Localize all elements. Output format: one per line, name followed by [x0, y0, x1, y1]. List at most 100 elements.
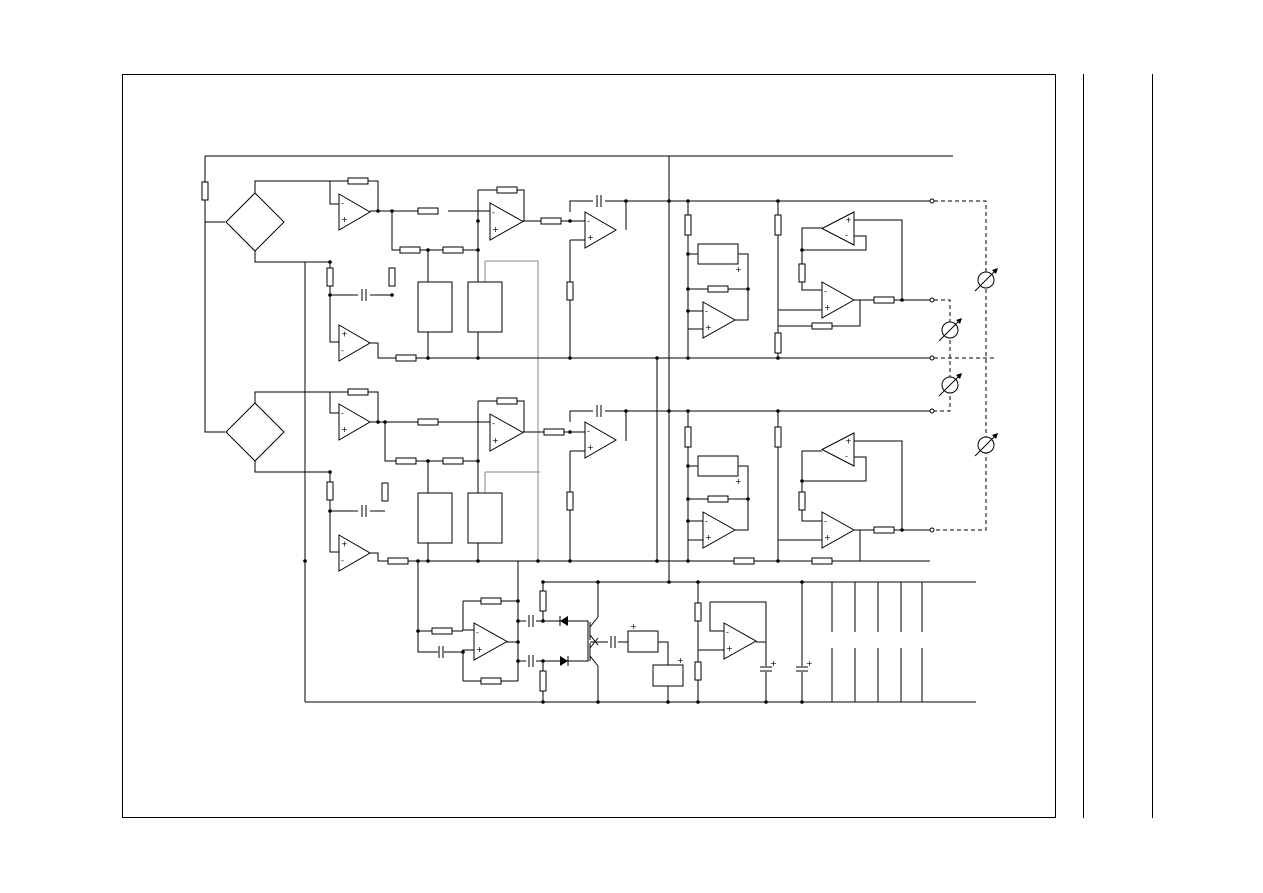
junction-dot	[686, 309, 690, 313]
resistor-symbol	[395, 354, 417, 362]
op-amp-symbol: -+	[584, 211, 617, 249]
junction-dot	[376, 420, 380, 424]
wire	[254, 180, 330, 193]
op-amp-symbol: -+	[821, 281, 856, 319]
transistor-symbol	[589, 616, 599, 646]
junction-dot	[516, 659, 520, 663]
meter-symbol	[974, 433, 998, 457]
wire	[485, 260, 539, 560]
junction-dot	[536, 559, 540, 563]
junction-dot	[328, 470, 332, 474]
wire	[254, 461, 330, 473]
polarity-mark: +	[735, 477, 742, 486]
block-symbol: +	[627, 622, 659, 653]
wire	[368, 391, 379, 422]
junction-dot	[624, 199, 628, 203]
polarity-mark: +	[770, 659, 777, 668]
polarity-mark: +	[806, 659, 813, 668]
op-amp-symbol: -+	[338, 193, 371, 231]
resistor-symbol	[480, 597, 502, 605]
junction-dot	[541, 700, 545, 704]
input-sign: +	[824, 533, 831, 542]
input-sign: +	[492, 225, 499, 234]
input-sign: -	[341, 556, 344, 565]
capacitor-symbol	[610, 635, 616, 649]
resistor-symbol	[399, 246, 421, 254]
junction-dot	[776, 356, 780, 360]
meter-symbol	[974, 268, 998, 292]
junction-dot	[328, 260, 332, 264]
junction-dot	[746, 287, 750, 291]
wire	[370, 342, 396, 359]
junction-dot	[667, 580, 671, 584]
input-sign: +	[726, 644, 733, 653]
meter-symbol	[938, 373, 962, 397]
op-amp-symbol: -+	[489, 202, 525, 241]
junction-dot	[800, 479, 804, 483]
wire	[368, 180, 379, 211]
junction-dot	[516, 599, 520, 603]
junction-dot	[746, 497, 750, 501]
wire	[254, 251, 330, 263]
block-symbol	[467, 281, 503, 333]
junction-dot	[568, 559, 572, 563]
capacitor-symbol	[596, 404, 602, 418]
terminal-symbol	[929, 198, 935, 204]
polarity-mark: +	[630, 622, 637, 631]
resistor-symbol	[347, 177, 369, 185]
input-sign: -	[845, 231, 848, 240]
junction-dot	[686, 199, 690, 203]
wire	[569, 410, 593, 422]
resistor-symbol	[326, 481, 334, 501]
resistor-symbol	[480, 677, 502, 685]
junction-dot	[426, 356, 430, 360]
diode-symbol	[559, 616, 568, 626]
wire	[517, 400, 525, 432]
resistor-symbol	[431, 627, 453, 635]
input-sign: -	[492, 419, 495, 428]
terminal-symbol	[929, 297, 935, 303]
wire	[934, 200, 987, 531]
capacitor-symbol	[361, 288, 367, 302]
terminal-symbol	[929, 355, 935, 361]
input-sign: -	[492, 208, 495, 217]
input-sign: -	[705, 517, 708, 526]
junction-dot	[476, 248, 480, 252]
terminal-symbol	[929, 408, 935, 414]
wire	[370, 552, 388, 562]
wire	[560, 642, 589, 662]
junction-dot	[476, 219, 480, 223]
junction-dot	[667, 409, 671, 413]
block-symbol	[417, 281, 453, 333]
input-sign: -	[587, 427, 590, 436]
wire	[417, 561, 463, 653]
junction-dot	[800, 700, 804, 704]
input-sign: -	[705, 307, 708, 316]
wire	[854, 219, 903, 300]
capacitor-symbol	[528, 654, 534, 668]
resistor-symbol	[873, 526, 895, 534]
resistor-symbol	[417, 418, 439, 426]
wire	[384, 422, 396, 462]
junction-dot	[328, 509, 332, 513]
junction-dot	[686, 252, 690, 256]
bridge-sensor-symbol	[225, 402, 285, 462]
junction-dot	[416, 559, 420, 563]
capacitor-symbol	[528, 614, 534, 628]
capacitor-symbol: +	[795, 659, 813, 672]
resistor-symbol	[798, 263, 806, 283]
wire	[517, 189, 525, 221]
wire	[854, 440, 903, 530]
wire	[391, 211, 400, 251]
junction-dot	[696, 580, 700, 584]
junction-dot	[686, 559, 690, 563]
resistor-symbol	[540, 217, 562, 225]
resistor-symbol	[684, 426, 692, 448]
wire	[832, 300, 861, 327]
input-sign: -	[824, 287, 827, 296]
resistor-symbol	[873, 296, 895, 304]
page-frame	[122, 74, 1056, 818]
resistor-symbol	[774, 426, 782, 448]
transistor-symbol	[589, 637, 599, 667]
terminal-symbol	[929, 527, 935, 533]
